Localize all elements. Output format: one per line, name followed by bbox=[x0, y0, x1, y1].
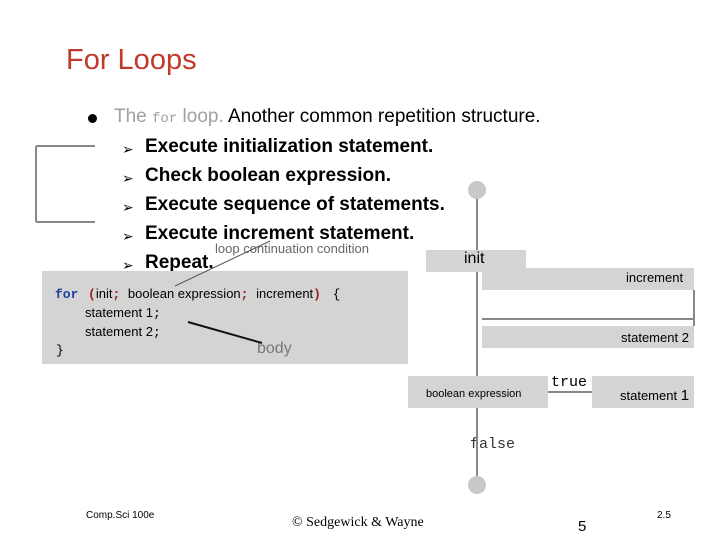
start-node bbox=[468, 181, 486, 199]
code-close-paren: ) bbox=[313, 287, 321, 302]
statement-2-label: statement 2 bbox=[621, 330, 689, 345]
boolean-label: boolean expression bbox=[426, 388, 522, 400]
footer-copyright: © Sedgewick & Wayne bbox=[292, 515, 424, 530]
code-for-keyword: for bbox=[55, 287, 79, 302]
statement-1-text: statement bbox=[620, 388, 681, 403]
code-init: init bbox=[95, 286, 113, 301]
arrow-bullet-icon: ➢ bbox=[122, 199, 134, 215]
code-box bbox=[42, 271, 408, 364]
statement-1-number: 1 bbox=[680, 387, 690, 404]
code-condition: boolean expression bbox=[127, 286, 241, 301]
arrow-bullet-icon: ➢ bbox=[122, 170, 134, 186]
code-line-2: statement 1; bbox=[85, 305, 161, 321]
intro-rest: Another common repetition structure. bbox=[223, 106, 541, 127]
footer-course: Comp.Sci 100e bbox=[86, 510, 155, 521]
code-line-1: for (init; boolean expression; increment… bbox=[55, 286, 340, 302]
step-3: Execute sequence of statements. bbox=[145, 194, 445, 215]
init-label: init bbox=[464, 250, 485, 267]
end-node bbox=[468, 476, 486, 494]
code-open-paren: ( bbox=[88, 287, 96, 302]
statement-2-box bbox=[482, 326, 694, 348]
code-stmt-1: statement 1 bbox=[85, 305, 153, 320]
step-1: Execute initialization statement. bbox=[145, 136, 434, 157]
arrow-bullet-icon: ➢ bbox=[122, 257, 134, 273]
increment-box bbox=[482, 268, 694, 290]
step-4: Execute increment statement. bbox=[145, 223, 415, 244]
code-close-brace: } bbox=[56, 343, 64, 358]
intro-middle: loop. bbox=[177, 106, 224, 127]
intro-prefix: The bbox=[114, 106, 153, 127]
arrow-bullet-icon: ➢ bbox=[122, 228, 134, 244]
code-line-3: statement 2; bbox=[85, 324, 161, 340]
loop-condition-label: loop continuation condition bbox=[215, 241, 369, 256]
step-5: Repeat. bbox=[145, 252, 214, 273]
true-label: true bbox=[551, 374, 588, 391]
statement-1-label: statement 1 bbox=[620, 387, 689, 404]
code-semi-1: ; bbox=[112, 287, 121, 302]
slide-title: For Loops bbox=[66, 44, 197, 76]
statement-1-box bbox=[592, 376, 694, 408]
boolean-box bbox=[408, 376, 548, 408]
intro-line: The for loop. Another common repetition … bbox=[114, 106, 541, 128]
bullet-dot-icon bbox=[88, 114, 97, 123]
intro-keyword: for bbox=[152, 111, 178, 127]
code-stmt-2: statement 2 bbox=[85, 324, 153, 339]
code-open-brace: { bbox=[332, 287, 341, 302]
body-label: body bbox=[257, 340, 292, 357]
increment-label: increment bbox=[626, 270, 684, 285]
init-box bbox=[426, 250, 526, 272]
code-semi-2: ; bbox=[240, 287, 249, 302]
code-stmt-2-semi: ; bbox=[152, 325, 161, 340]
step-2: Check boolean expression. bbox=[145, 165, 392, 186]
footer-slide-number: 2.5 bbox=[657, 510, 671, 521]
false-label: false bbox=[470, 436, 516, 453]
code-increment: increment bbox=[256, 286, 314, 301]
code-stmt-1-semi: ; bbox=[152, 306, 161, 321]
arrow-bullet-icon: ➢ bbox=[122, 141, 134, 157]
footer-page-number: 5 bbox=[578, 518, 587, 535]
